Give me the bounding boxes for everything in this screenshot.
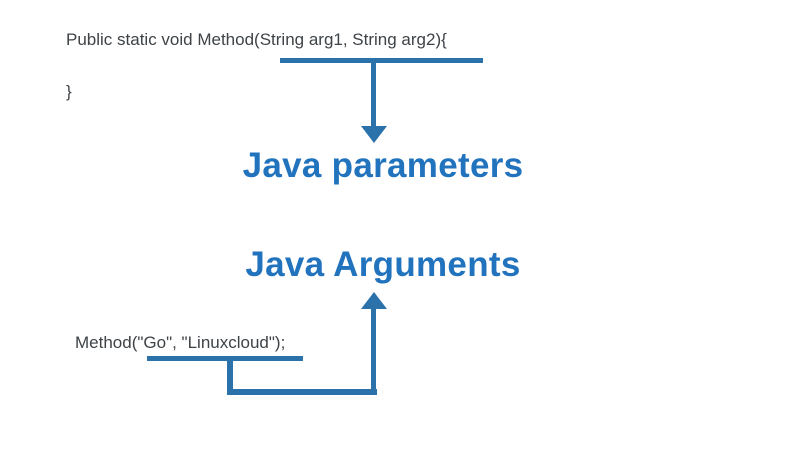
arguments-arrow-shaft	[371, 308, 376, 393]
java-parameters-label: Java parameters	[242, 146, 524, 185]
arrow-down-icon	[361, 126, 387, 143]
method-declaration-code-line: Public static void Method(String arg1, S…	[66, 30, 447, 49]
parameters-arrow-shaft	[371, 62, 376, 126]
java-arguments-label: Java Arguments	[245, 245, 521, 284]
parameters-bracket-line	[280, 58, 483, 63]
connector-horizontal-line	[227, 389, 377, 395]
connector-vertical-line	[227, 360, 233, 395]
method-call-code-line: Method("Go", "Linuxcloud");	[75, 333, 286, 352]
arrow-up-icon	[361, 292, 387, 309]
method-declaration-closing-brace: }	[66, 82, 72, 101]
arguments-underline	[147, 356, 303, 361]
